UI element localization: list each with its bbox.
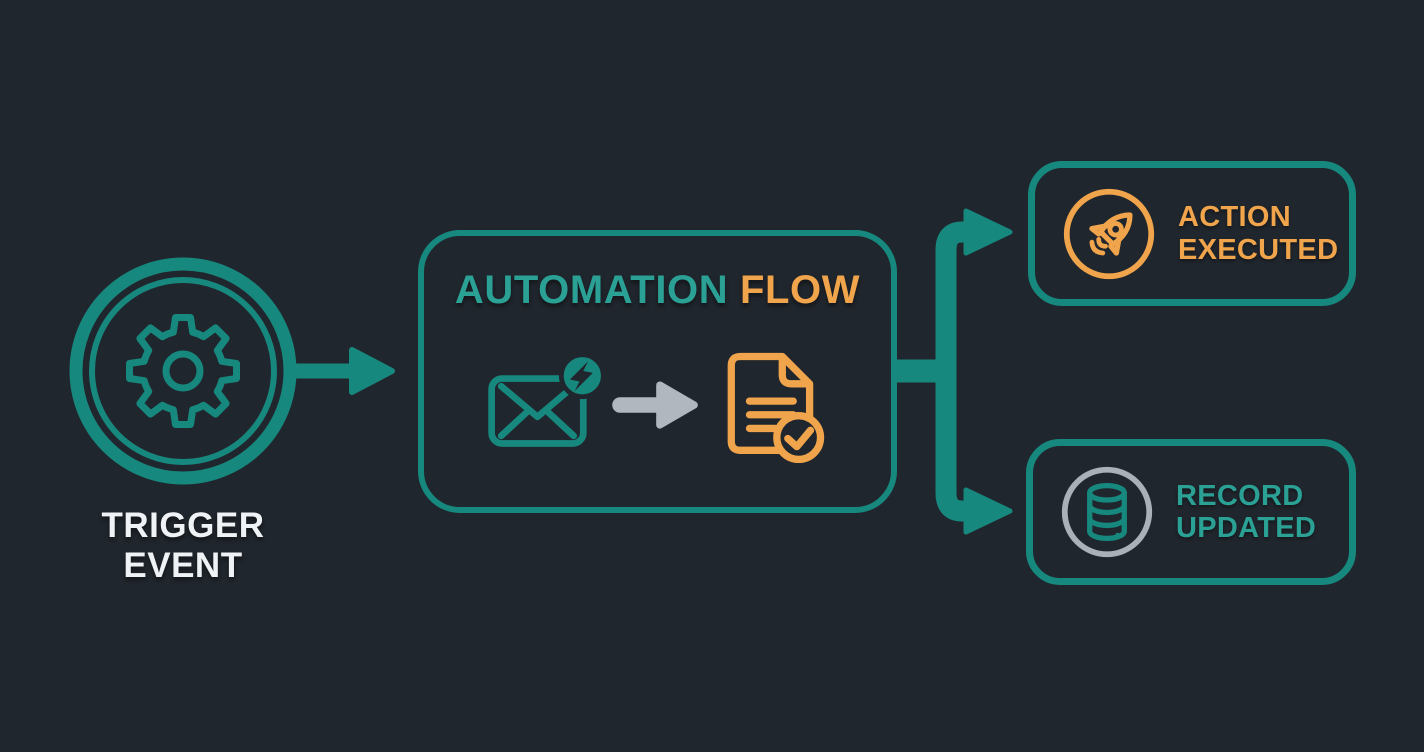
- rocket-icon: [1063, 188, 1155, 279]
- action-executed-label: ACTION EXECUTED: [1178, 201, 1338, 266]
- automation-flow-box: AUTOMATION FLOW: [418, 230, 897, 513]
- action-label-line2: EXECUTED: [1178, 233, 1339, 266]
- arrow-right-icon: [612, 381, 698, 429]
- flow-branch-connector: [896, 208, 1013, 535]
- action-executed-box: ACTION EXECUTED: [1028, 161, 1356, 306]
- trigger-label-line1: TRIGGER: [101, 506, 265, 545]
- document-check-icon: [727, 352, 825, 464]
- arrowhead-to-record: [963, 487, 1013, 535]
- flow-title-automation: AUTOMATION: [454, 268, 729, 312]
- lightning-bolt-glyph: [569, 361, 593, 391]
- record-label-line2: UPDATED: [1176, 512, 1317, 544]
- trigger-to-flow-arrow: [286, 347, 395, 395]
- gear-icon: [69, 257, 297, 485]
- arrowhead-to-action: [963, 208, 1013, 256]
- flow-title-flow: FLOW: [739, 268, 861, 312]
- trigger-event-label: TRIGGER EVENT: [43, 506, 323, 586]
- trigger-label-line2: EVENT: [123, 545, 243, 585]
- record-updated-box: RECORD UPDATED: [1026, 439, 1356, 585]
- action-label-line1: ACTION: [1178, 201, 1291, 234]
- flow-box-title: AUTOMATION FLOW: [424, 268, 891, 313]
- database-icon: [1061, 466, 1153, 558]
- record-updated-label: RECORD UPDATED: [1176, 480, 1316, 545]
- mail-lightning-icon: [488, 352, 606, 447]
- record-label-line1: RECORD: [1176, 479, 1304, 512]
